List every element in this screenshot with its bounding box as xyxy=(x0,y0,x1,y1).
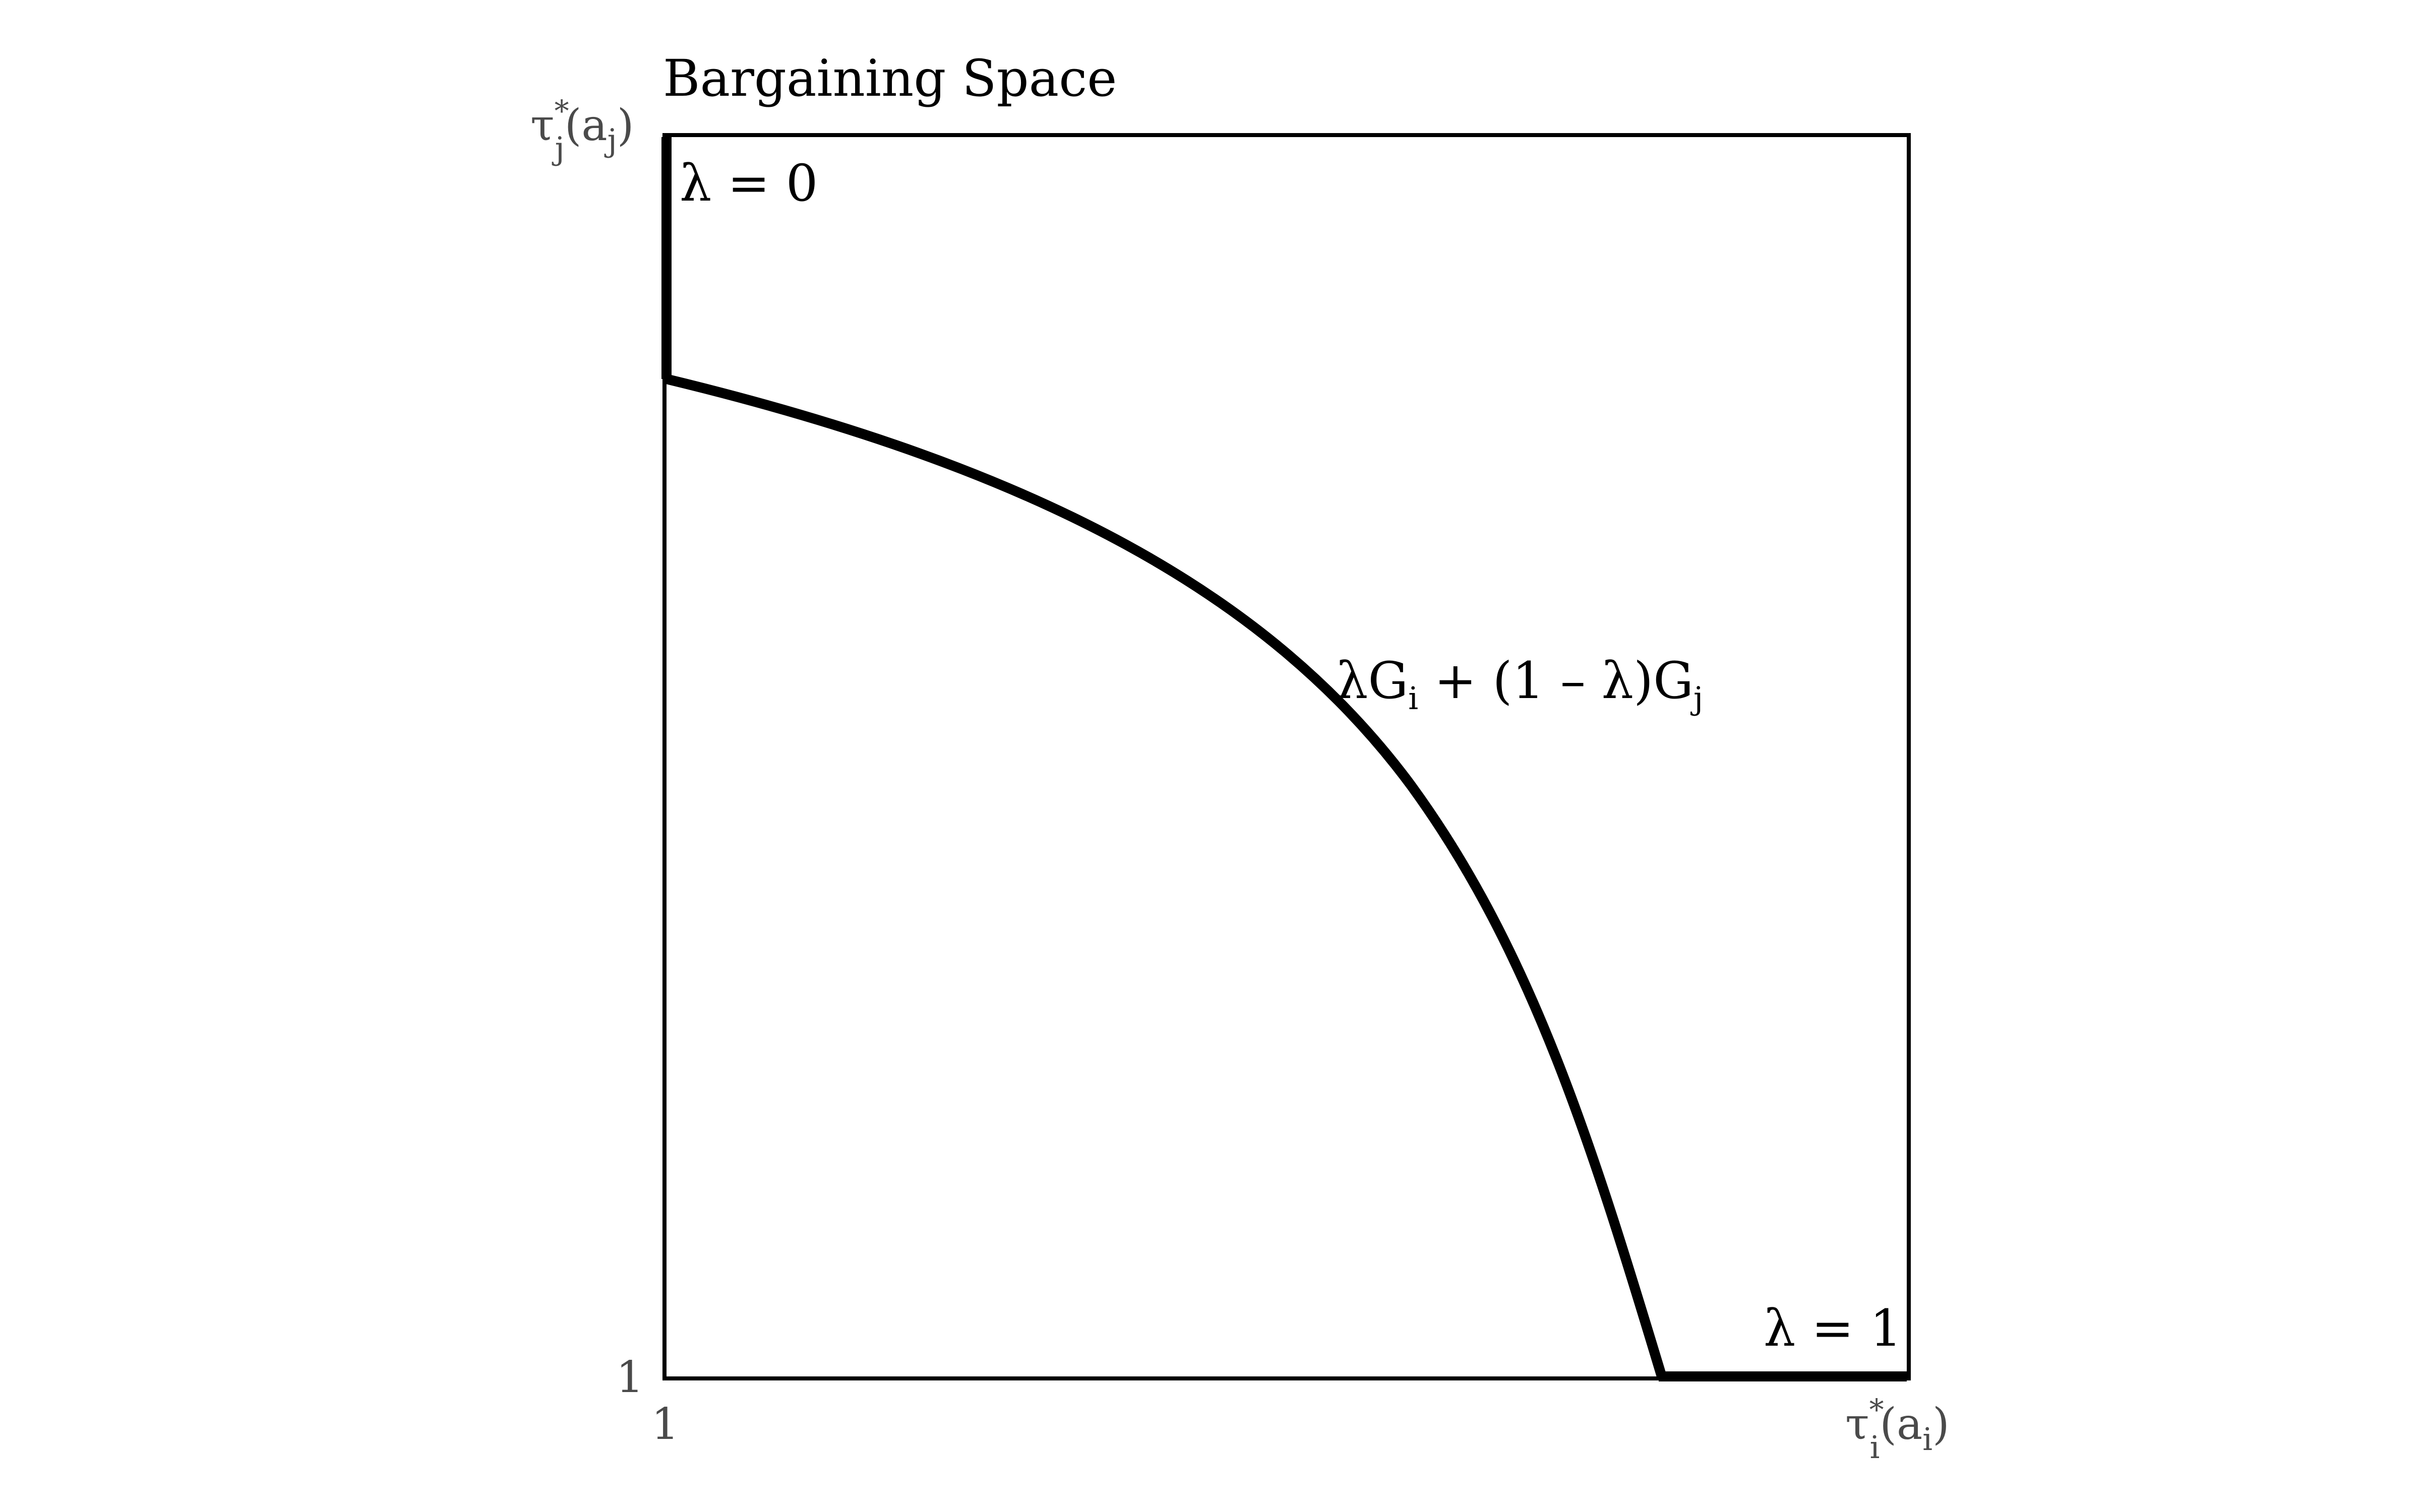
x-axis-sup: * xyxy=(1869,1393,1884,1427)
y-origin-tick: 1 xyxy=(616,1352,644,1403)
diagram-title: Bargaining Space xyxy=(663,49,1117,108)
x-axis-arg-close: ) xyxy=(1932,1399,1950,1450)
y-axis-arg-open: (a xyxy=(565,100,608,151)
y-axis-symbol: τ xyxy=(530,100,555,151)
x-axis-arg-open: (a xyxy=(1880,1399,1922,1450)
y-axis-sup: * xyxy=(555,94,569,128)
x-axis-symbol: τ xyxy=(1845,1399,1869,1450)
frontier-formula-sub1: i xyxy=(1408,680,1418,717)
x-axis-arg-sub: i xyxy=(1922,1421,1932,1458)
frontier-formula-part1: λG xyxy=(1336,651,1408,710)
frontier-formula-part2: + (1 – λ)G xyxy=(1418,651,1693,710)
x-axis-label: τ*i(ai) xyxy=(1845,1393,1950,1466)
y-axis-label: τ*j(aj) xyxy=(530,94,634,167)
y-axis-arg-close: ) xyxy=(617,100,634,151)
lambda-one-label: λ = 1 xyxy=(1764,1299,1902,1358)
frontier-formula-label: λGi + (1 – λ)Gj xyxy=(1336,651,1703,717)
x-axis-sub: i xyxy=(1870,1429,1880,1466)
x-origin-tick: 1 xyxy=(651,1399,679,1450)
bargaining-space-box xyxy=(662,133,1911,1380)
pareto-frontier-curve xyxy=(665,374,1667,1378)
lambda-zero-label: λ = 0 xyxy=(680,154,818,213)
